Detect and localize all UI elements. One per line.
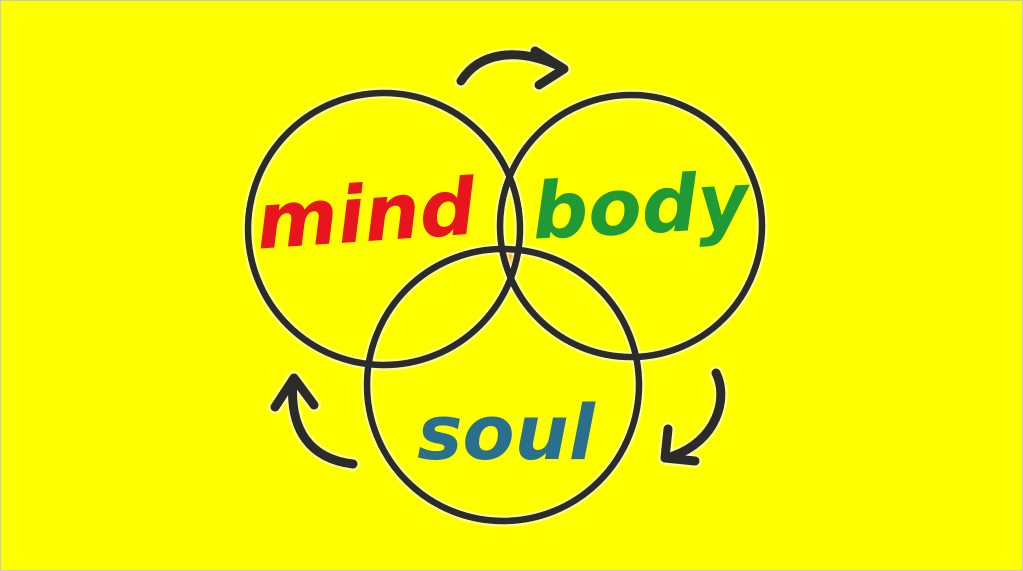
body-label: body (530, 156, 754, 257)
mind-label: mind (253, 162, 479, 267)
mind-circle (244, 89, 524, 369)
arrow-top-icon (456, 46, 569, 90)
arrow-left-icon (270, 373, 358, 469)
body-circle (496, 91, 766, 361)
soul-label: soul (417, 388, 596, 477)
arrow-right-icon (660, 368, 726, 466)
soul-circle (363, 245, 643, 525)
